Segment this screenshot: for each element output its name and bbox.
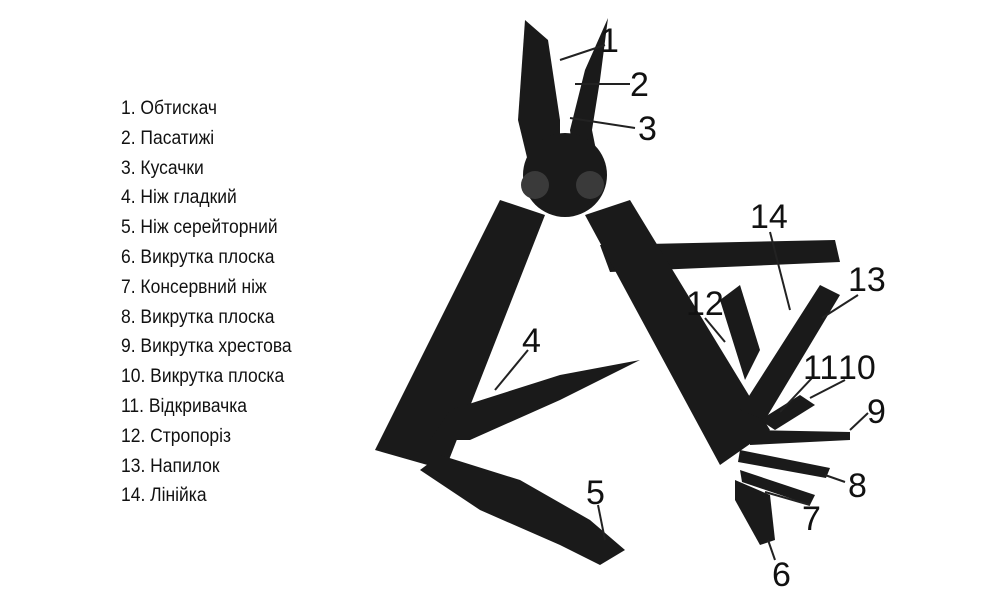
legend-item: 13. Напилок (121, 455, 220, 477)
strap-cutter (720, 285, 760, 380)
legend-item: 2. Пасатижі (121, 127, 215, 149)
leader-lines (494, 44, 869, 561)
pliers-jaw-right (570, 18, 608, 172)
legend-item: 3. Кусачки (121, 157, 204, 179)
callout-1: 1 (600, 22, 619, 60)
callout-12: 12 (686, 285, 724, 323)
flat-screwdriver-6 (735, 480, 775, 545)
callout-7: 7 (802, 500, 821, 538)
legend-item: 4. Ніж гладкий (121, 187, 237, 209)
callout-13: 13 (848, 261, 886, 299)
multitool (375, 18, 850, 565)
can-opener (740, 470, 815, 505)
serrated-knife (420, 455, 625, 565)
phillips-screwdriver (750, 430, 850, 445)
legend-item: 14. Лінійка (121, 485, 207, 507)
plain-knife (430, 360, 640, 440)
callout-8: 8 (848, 467, 867, 505)
callout-10: 10 (838, 349, 876, 387)
file (740, 285, 840, 420)
callout-numbers: 1 2 3 4 5 6 7 8 9 10 11 12 13 14 (522, 22, 886, 594)
legend-item: 8. Викрутка плоска (121, 306, 275, 328)
callout-14: 14 (750, 198, 788, 236)
callout-4: 4 (522, 322, 541, 360)
legend-item: 9. Викрутка хрестова (121, 336, 292, 358)
left-handle (375, 200, 545, 470)
right-handle (585, 200, 770, 465)
callout-6: 6 (772, 556, 791, 594)
callout-11: 11 (803, 349, 838, 387)
bottle-opener (760, 395, 815, 430)
legend-item: 10. Викрутка плоска (121, 366, 285, 388)
legend-item: 7. Консервний ніж (121, 276, 267, 298)
flat-screwdriver-8 (738, 450, 830, 478)
pliers-jaw-left (518, 20, 560, 170)
legend-item: 6. Викрутка плоска (121, 246, 275, 268)
legend-item: 1. Обтискач (121, 98, 218, 119)
legend-item: 5. Ніж серейторний (121, 217, 278, 239)
callout-9: 9 (867, 393, 886, 431)
legend-list: 1. Обтискач 2. Пасатижі 3. Кусачки 4. Ні… (121, 94, 307, 511)
callout-3: 3 (638, 110, 657, 148)
callout-2: 2 (630, 66, 649, 104)
legend-item: 11. Відкривачка (121, 395, 248, 417)
callout-5: 5 (586, 474, 605, 512)
legend-item: 12. Стропоріз (121, 425, 232, 447)
